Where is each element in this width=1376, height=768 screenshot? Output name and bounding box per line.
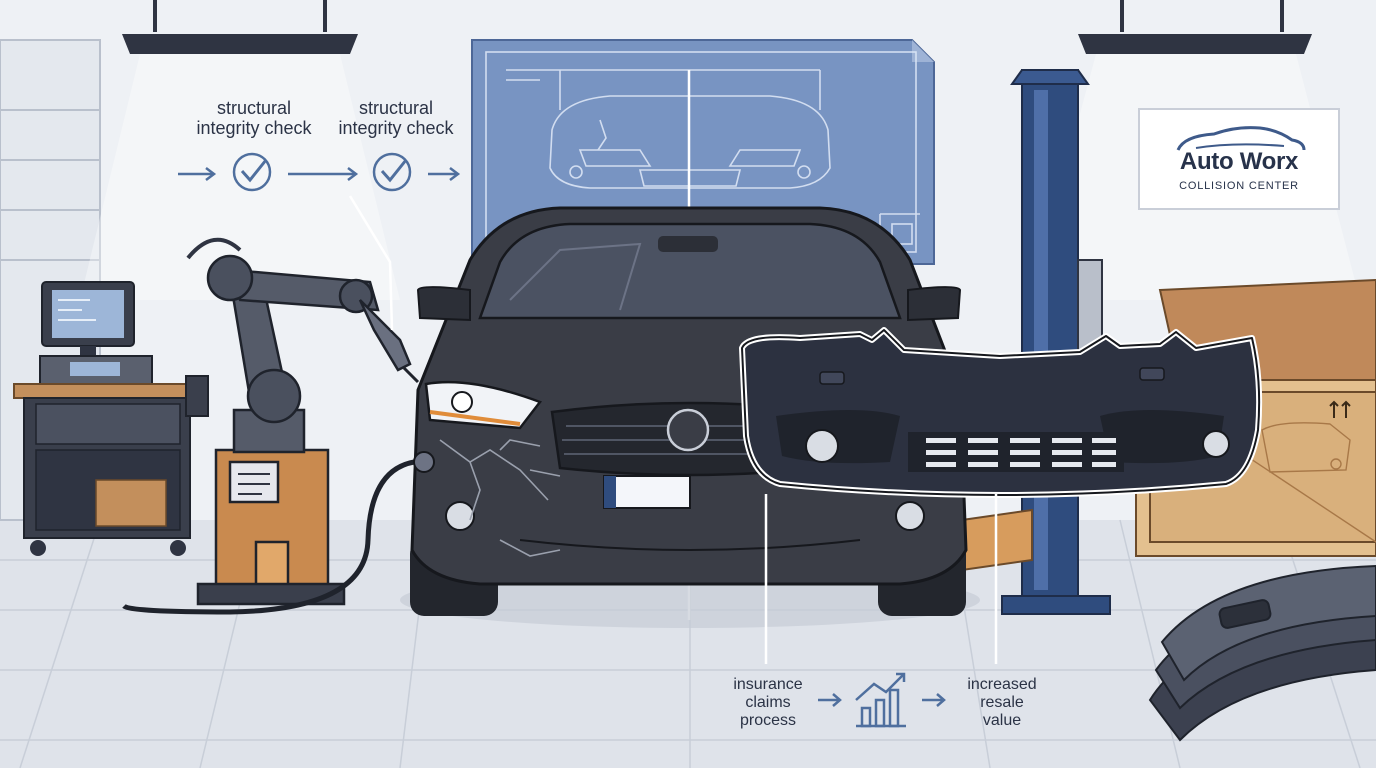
damage-cracks [439, 439, 561, 557]
ceiling-light-left [80, 0, 400, 300]
this-side-up-icon [1329, 400, 1351, 418]
replacement-bumper [739, 327, 1263, 498]
car-silhouette-icon [1176, 126, 1306, 151]
shop-sign: Auto Worx COLLISION CENTER [1138, 108, 1340, 210]
integrity-check-flow [178, 152, 461, 192]
shop-tagline: COLLISION CENTER [1179, 180, 1299, 192]
arrow-right-icon [818, 693, 842, 707]
stacked-bumpers [1148, 564, 1376, 742]
bar-chart-trend-icon [855, 672, 906, 728]
robotic-arm [186, 237, 420, 606]
arrow-right-icon [922, 693, 946, 707]
arrow-right-icon [288, 167, 359, 181]
leader-lines [348, 195, 998, 664]
check-circle-icon [372, 152, 412, 192]
shop-name: Auto Worx [1179, 148, 1299, 175]
value-flow [818, 672, 946, 728]
arrow-right-icon [178, 167, 217, 181]
diagnostic-cart [13, 281, 209, 556]
tool-cable [122, 459, 415, 615]
arrow-right-icon [428, 167, 461, 181]
check-circle-icon [232, 152, 272, 192]
